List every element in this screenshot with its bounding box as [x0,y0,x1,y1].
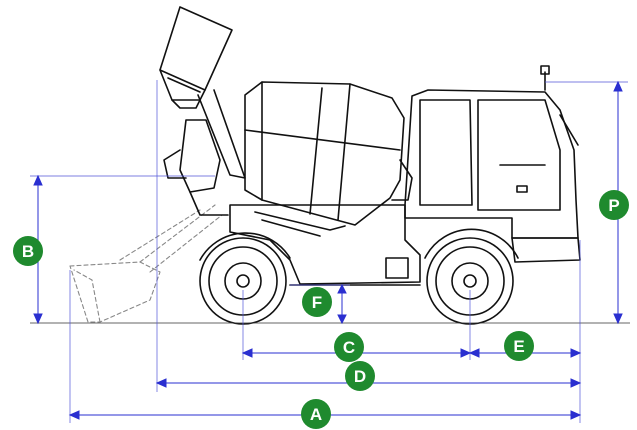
rear-wheel [424,228,519,325]
dimension-badges: A B C D E F P [13,190,629,429]
extension-lines [30,80,628,423]
badge-A-label: A [310,405,322,424]
dimension-lines [30,80,630,423]
dimension-F-line [337,283,347,325]
cab [404,65,581,263]
loader-arm [163,89,246,216]
badge-F: F [302,287,332,317]
badge-B: B [13,236,43,266]
mixer-truck-drawing [69,6,581,325]
badge-C-label: C [343,338,355,357]
badge-E-label: E [513,337,524,356]
badge-C: C [334,332,364,362]
badge-A: A [301,399,331,429]
badge-D-label: D [354,367,366,386]
badge-P: P [599,190,629,220]
badge-E: E [504,331,534,361]
bucket-raised [159,6,233,109]
mixer-drum [244,81,413,226]
badge-D: D [345,361,375,391]
bucket-lowered-ghost [69,204,223,323]
badge-P-label: P [608,196,619,215]
badge-F-label: F [312,293,322,312]
badge-B-label: B [22,242,34,261]
